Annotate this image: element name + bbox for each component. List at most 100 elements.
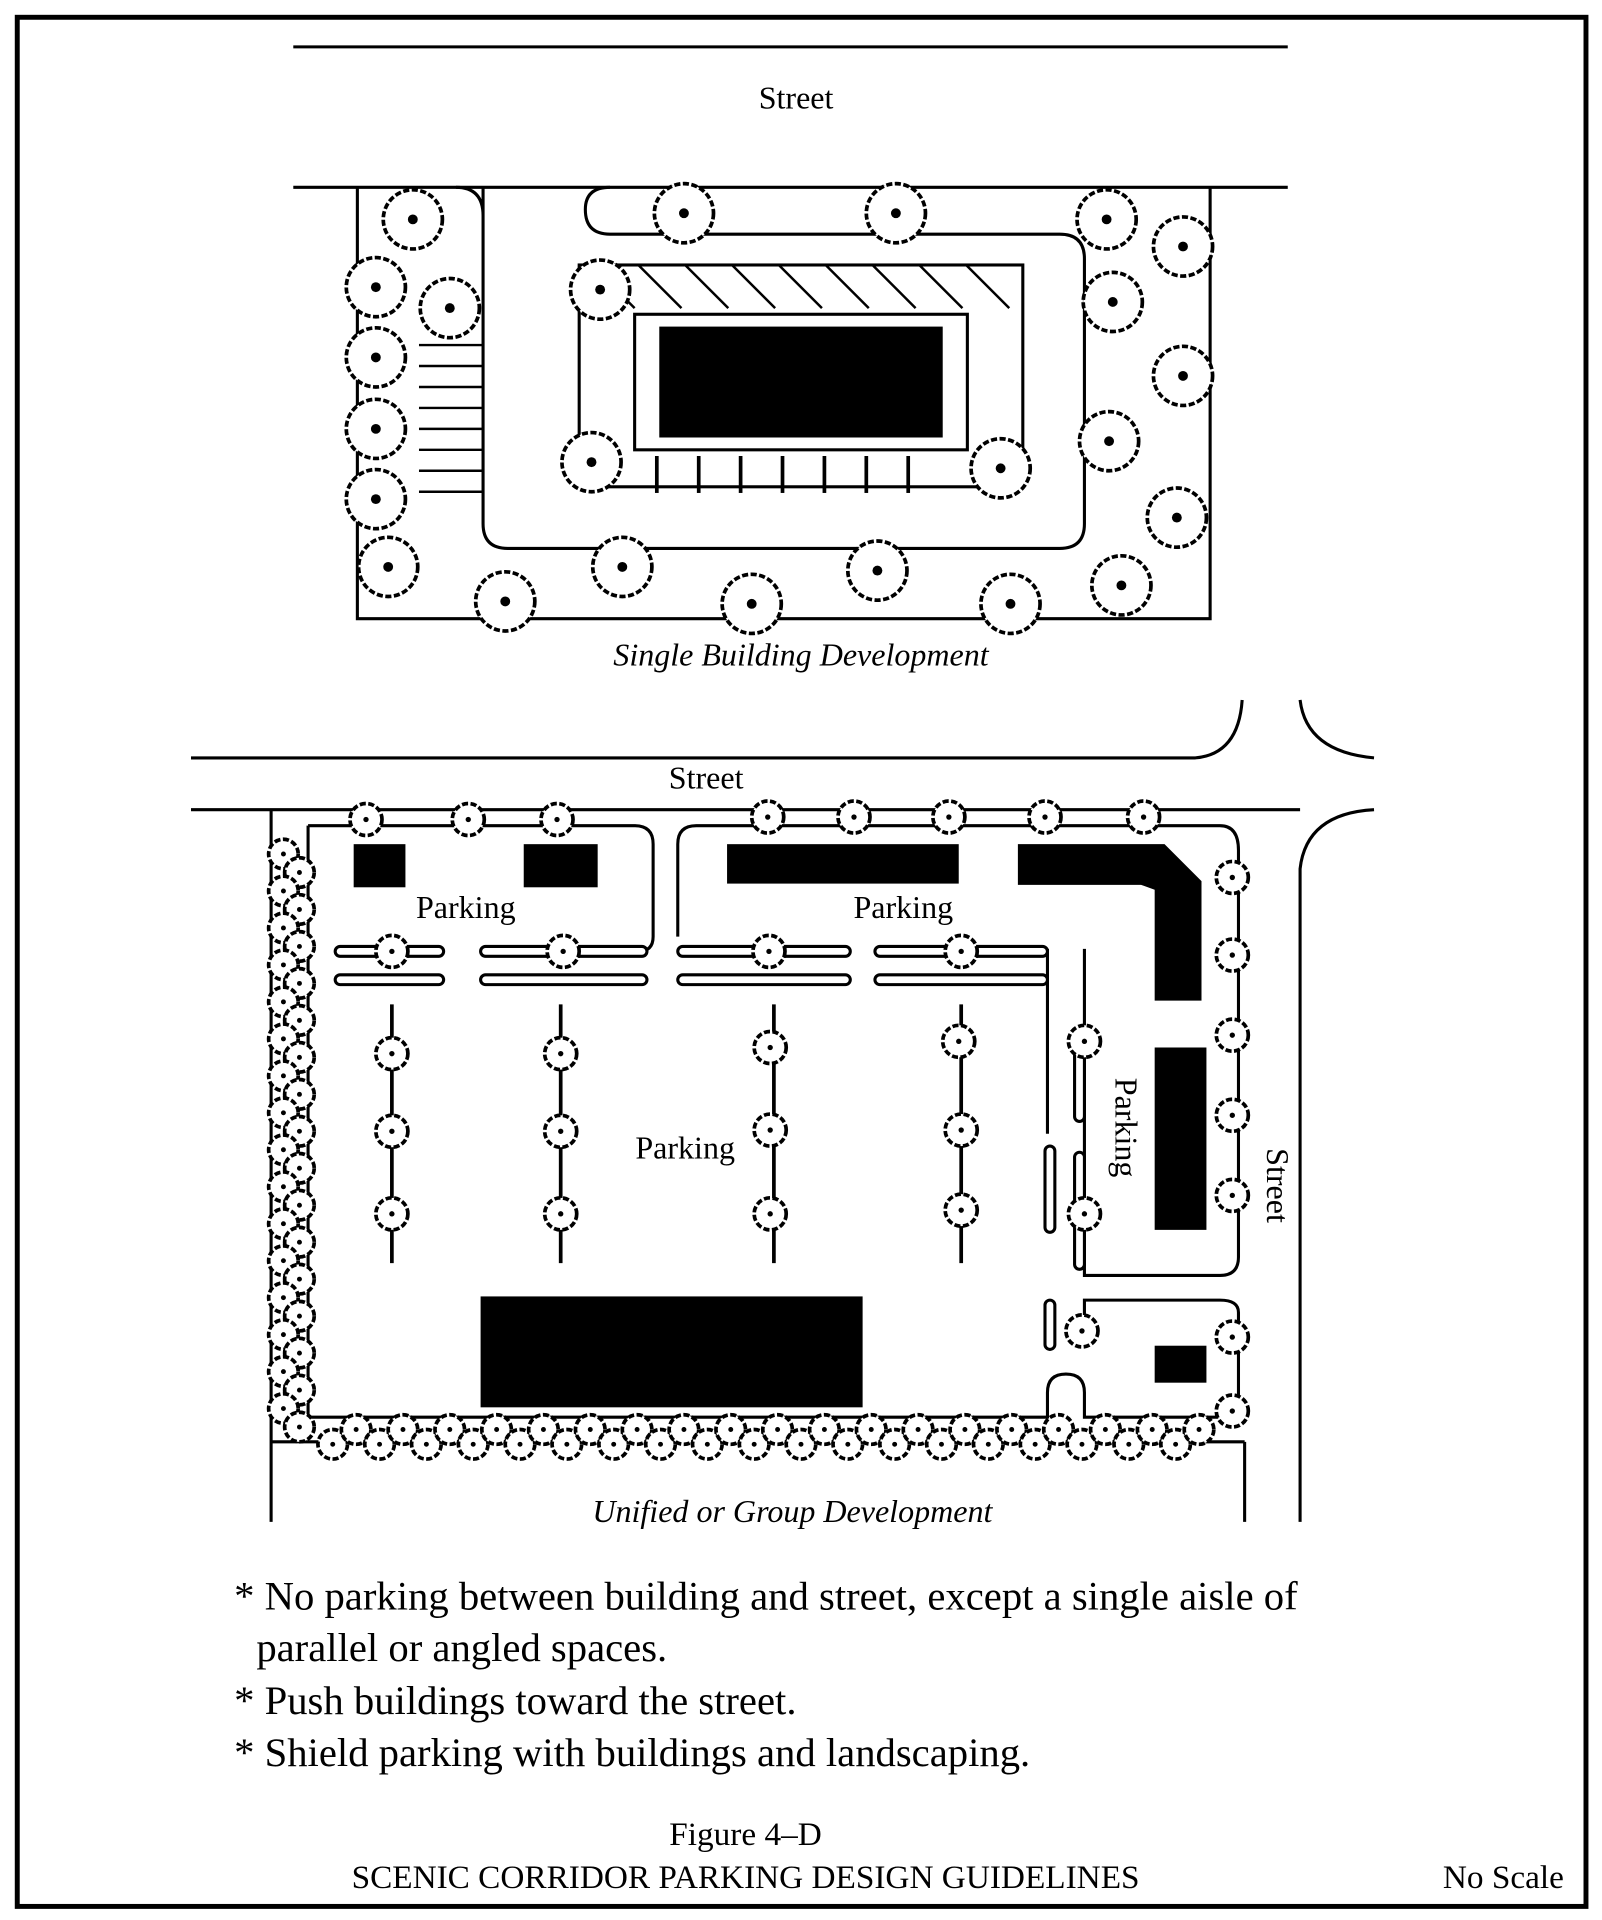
- tree-icon: [1214, 1017, 1251, 1054]
- tree-trunk: [389, 1128, 395, 1134]
- parking-label-4: Parking: [1108, 1078, 1144, 1178]
- tree-trunk: [444, 303, 455, 314]
- note-2: * Push buildings toward the street.: [234, 1678, 796, 1723]
- tree-icon: [931, 799, 967, 835]
- design-notes: * No parking between building and street…: [234, 1573, 1298, 1775]
- hatch-line: [824, 264, 870, 309]
- tree-icon: [714, 1412, 748, 1447]
- tree-trunk: [377, 1441, 383, 1447]
- tree-trunk: [1140, 814, 1147, 820]
- tree-icon: [749, 799, 786, 835]
- lot-boundary: [355, 187, 1212, 621]
- tree-icon: [924, 1427, 959, 1461]
- tree-icon: [374, 1113, 410, 1150]
- tree-trunk: [500, 596, 511, 607]
- tree-trunk: [1171, 512, 1182, 523]
- tree-icon: [542, 1035, 579, 1072]
- tree-icon: [943, 1112, 980, 1148]
- tree-trunk: [296, 1017, 302, 1023]
- figure-number: Figure 4–D: [669, 1816, 821, 1853]
- tree-icon: [940, 1023, 977, 1060]
- tree-icon: [1151, 344, 1215, 408]
- tree-icon: [1214, 1393, 1251, 1429]
- tree-icon: [643, 1427, 678, 1461]
- note-1-cont: parallel or angled spaces.: [256, 1625, 667, 1670]
- tree-trunk: [728, 1427, 734, 1432]
- tree-trunk: [1056, 1427, 1062, 1432]
- tree-icon: [573, 1412, 607, 1447]
- tree-trunk: [280, 1221, 286, 1227]
- tree-trunk: [296, 943, 302, 949]
- page-border: [14, 14, 1589, 1909]
- tree-trunk: [540, 1427, 546, 1432]
- tree-trunk: [634, 1427, 640, 1432]
- tree-trunk: [296, 1276, 302, 1282]
- parking-label-2: Parking: [853, 889, 953, 925]
- tree-icon: [1081, 270, 1145, 334]
- tree-icon: [1075, 187, 1139, 251]
- hatch-line: [918, 264, 964, 309]
- tree-icon: [1027, 799, 1063, 835]
- tree-trunk: [296, 1202, 302, 1208]
- tree-trunk: [1079, 1328, 1085, 1334]
- tree-trunk: [1032, 1441, 1038, 1447]
- tree-trunk: [1229, 874, 1235, 881]
- tree-trunk: [280, 1258, 286, 1264]
- tree-icon: [1145, 486, 1209, 550]
- tree-icon: [1066, 1023, 1103, 1060]
- tree-trunk: [280, 1332, 286, 1338]
- tree-icon: [526, 1412, 561, 1447]
- tree-trunk: [798, 1441, 804, 1447]
- tree-trunk: [587, 1427, 593, 1432]
- tree-icon: [943, 933, 980, 970]
- street-right-label: Street: [1260, 1148, 1296, 1223]
- tree-trunk: [1102, 1427, 1108, 1432]
- tree-trunk: [1178, 370, 1188, 381]
- tree-trunk: [296, 1239, 302, 1245]
- tree-trunk: [704, 1441, 710, 1447]
- island: [1043, 1298, 1057, 1351]
- tree-trunk: [280, 1036, 286, 1042]
- tree-trunk: [1101, 214, 1112, 225]
- island: [676, 973, 852, 987]
- tree-icon: [545, 933, 582, 970]
- tree-trunk: [1009, 1427, 1015, 1432]
- tree-trunk: [296, 1350, 302, 1356]
- tree-icon: [831, 1427, 865, 1461]
- tree-icon: [450, 801, 487, 838]
- tree-trunk: [767, 1044, 773, 1051]
- tree-icon: [878, 1427, 912, 1461]
- tree-icon: [948, 1412, 982, 1447]
- tree-trunk: [447, 1427, 453, 1432]
- tree-icon: [995, 1412, 1029, 1447]
- tree-icon: [845, 539, 909, 603]
- tree-icon: [374, 1195, 410, 1232]
- hatch-line: [965, 264, 1011, 309]
- tree-trunk: [1104, 436, 1115, 447]
- tree-icon: [807, 1412, 842, 1447]
- tree-trunk: [370, 352, 381, 363]
- tree-trunk: [400, 1427, 406, 1432]
- tree-trunk: [775, 1427, 781, 1432]
- tree-trunk: [296, 980, 302, 986]
- tree-icon: [1214, 859, 1251, 896]
- tree-trunk: [280, 1147, 286, 1153]
- parking-label-1: Parking: [416, 889, 516, 925]
- tree-trunk: [370, 494, 381, 505]
- tree-trunk: [296, 907, 302, 912]
- tree-trunk: [681, 1427, 687, 1432]
- tree-trunk: [1229, 1032, 1235, 1038]
- tree-icon: [971, 1427, 1005, 1461]
- building-pad-2: [523, 844, 598, 888]
- tree-icon: [1214, 1097, 1251, 1134]
- building-outline: [633, 312, 969, 452]
- tree-icon: [1182, 1412, 1216, 1447]
- tree-trunk: [821, 1427, 827, 1432]
- tree-icon: [1112, 1427, 1146, 1461]
- tree-trunk: [892, 1441, 898, 1447]
- building-main: [480, 1296, 863, 1408]
- tree-icon: [386, 1412, 420, 1447]
- tree-icon: [752, 1195, 789, 1232]
- hatch-line: [777, 264, 823, 309]
- tree-trunk: [280, 1073, 286, 1079]
